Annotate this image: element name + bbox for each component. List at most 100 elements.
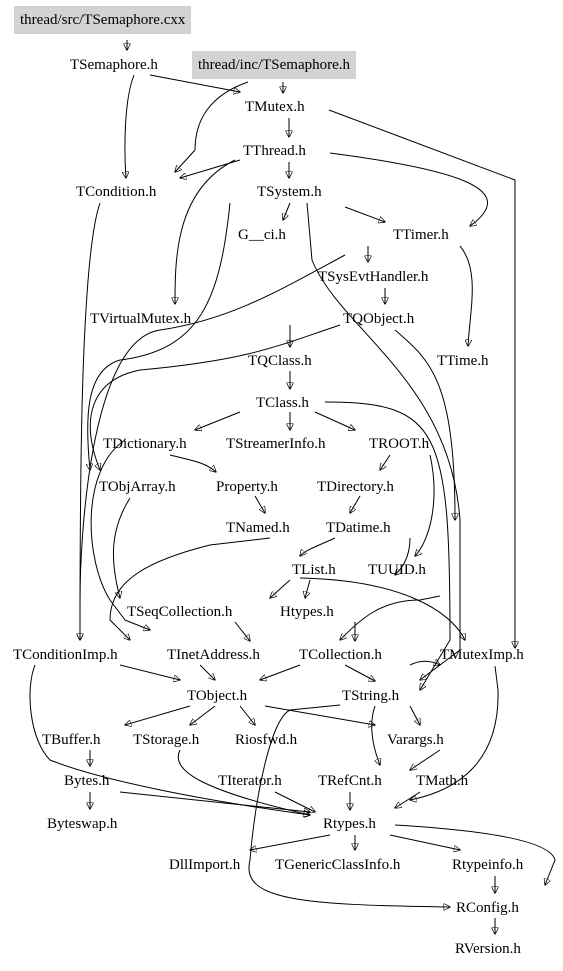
node-titerator-h[interactable]: TIterator.h bbox=[218, 773, 282, 789]
dependency-edge bbox=[90, 439, 150, 630]
dependency-edge bbox=[300, 537, 336, 556]
node-rtypeinfo-h[interactable]: Rtypeinfo.h bbox=[452, 857, 524, 873]
node-varargs-h[interactable]: Varargs.h bbox=[387, 732, 444, 748]
node-rconfig-h[interactable]: RConfig.h bbox=[456, 900, 519, 916]
dependency-edge bbox=[190, 705, 216, 725]
node-src-file[interactable]: thread/src/TSemaphore.cxx bbox=[14, 6, 192, 34]
dependency-edge bbox=[389, 834, 460, 850]
node-tuuid-h[interactable]: TUUID.h bbox=[368, 562, 426, 578]
node-tgenericclassinfo-h[interactable]: TGenericClassInfo.h bbox=[275, 857, 401, 873]
node-tseqcollection-h[interactable]: TSeqCollection.h bbox=[127, 604, 233, 620]
node-tqobject-h[interactable]: TQObject.h bbox=[343, 311, 415, 327]
node-rtypes-h[interactable]: Rtypes.h bbox=[323, 816, 376, 832]
node-tlist-h[interactable]: TList.h bbox=[292, 562, 336, 578]
dependency-edge bbox=[344, 206, 385, 222]
dependency-edge bbox=[239, 705, 255, 725]
node-property-h[interactable]: Property.h bbox=[216, 479, 278, 495]
node-riosfwd-h[interactable]: Riosfwd.h bbox=[235, 732, 298, 748]
node-tobjarray-h[interactable]: TObjArray.h bbox=[99, 479, 176, 495]
node-tsemaphore-h[interactable]: TSemaphore.h bbox=[70, 57, 158, 73]
dependency-edge bbox=[177, 749, 310, 815]
dependency-edge bbox=[125, 74, 135, 178]
dependency-edge bbox=[113, 497, 131, 598]
edge-group bbox=[29, 40, 556, 934]
dependency-edge bbox=[248, 704, 450, 907]
node-tstreamerinfo-h[interactable]: TStreamerInfo.h bbox=[226, 436, 326, 452]
node-tmutex-h[interactable]: TMutex.h bbox=[245, 99, 305, 115]
node-tobject-h[interactable]: TObject.h bbox=[187, 688, 248, 704]
node-tconditionimp-h[interactable]: TConditionImp.h bbox=[13, 647, 118, 663]
dependency-edge bbox=[234, 621, 250, 641]
node-dllimport-h[interactable]: DllImport.h bbox=[169, 857, 241, 873]
dependency-edge bbox=[149, 74, 240, 92]
dependency-edge bbox=[409, 705, 420, 725]
dependency-edge bbox=[306, 202, 461, 680]
node-inc-file[interactable]: thread/inc/TSemaphore.h bbox=[192, 51, 357, 79]
dependency-edge bbox=[109, 537, 271, 640]
dependency-edge bbox=[328, 109, 515, 648]
dependency-edge bbox=[274, 791, 315, 812]
dependency-edge bbox=[410, 749, 441, 770]
node-tstring-h[interactable]: TString.h bbox=[342, 688, 400, 704]
dependency-edge bbox=[409, 661, 440, 665]
node-byteswap-h[interactable]: Byteswap.h bbox=[47, 816, 118, 832]
dependency-edge bbox=[80, 254, 346, 640]
node-tdictionary-h[interactable]: TDictionary.h bbox=[103, 436, 187, 452]
node-troot-h[interactable]: TROOT.h bbox=[369, 436, 430, 452]
dependency-edge bbox=[415, 454, 435, 556]
dependency-edge bbox=[88, 202, 231, 470]
dependency-edge bbox=[260, 664, 301, 680]
node-tbuffer-h[interactable]: TBuffer.h bbox=[42, 732, 101, 748]
node-tclass-h[interactable]: TClass.h bbox=[256, 395, 309, 411]
node-rversion-h[interactable]: RVersion.h bbox=[455, 941, 521, 957]
dependency-edge bbox=[395, 537, 411, 575]
dependency-edge bbox=[175, 81, 249, 172]
dependency-edge bbox=[371, 705, 380, 765]
dependency-edge bbox=[29, 664, 310, 815]
node-tcondition-h[interactable]: TCondition.h bbox=[76, 184, 157, 200]
dependency-edge bbox=[329, 152, 488, 226]
dependency-edge bbox=[394, 824, 556, 885]
node-tinetaddress-h[interactable]: TInetAddress.h bbox=[167, 647, 260, 663]
dependency-edge bbox=[394, 329, 455, 520]
node-htypes-h[interactable]: Htypes.h bbox=[280, 604, 334, 620]
dependency-edge bbox=[350, 495, 361, 513]
dependency-edge bbox=[89, 324, 341, 470]
node-ttimer-h[interactable]: TTimer.h bbox=[393, 227, 449, 243]
node-tstorage-h[interactable]: TStorage.h bbox=[133, 732, 200, 748]
node-tqclass-h[interactable]: TQClass.h bbox=[248, 353, 312, 369]
dependency-edge bbox=[175, 159, 236, 304]
dependency-edge bbox=[195, 411, 241, 430]
dependency-edge bbox=[254, 495, 265, 513]
node-bytes-h[interactable]: Bytes.h bbox=[64, 773, 110, 789]
dependency-edge bbox=[264, 705, 375, 725]
dependency-edge bbox=[270, 579, 291, 598]
dependency-edge bbox=[314, 411, 355, 430]
dependency-edge bbox=[395, 791, 421, 808]
node-tmath-h[interactable]: TMath.h bbox=[416, 773, 469, 789]
node-tnamed-h[interactable]: TNamed.h bbox=[226, 520, 290, 536]
dependency-edge bbox=[459, 245, 473, 346]
dependency-edge bbox=[340, 595, 441, 640]
dependency-edge bbox=[305, 579, 311, 598]
node-tdirectory-h[interactable]: TDirectory.h bbox=[317, 479, 394, 495]
node-gci-h[interactable]: G__ci.h bbox=[238, 227, 286, 243]
dependency-edge bbox=[283, 202, 291, 220]
node-trefcnt-h[interactable]: TRefCnt.h bbox=[318, 773, 382, 789]
dependency-edge bbox=[250, 834, 331, 850]
node-tmuteximp-h[interactable]: TMutexImp.h bbox=[440, 647, 524, 663]
node-ttime-h[interactable]: TTime.h bbox=[437, 353, 489, 369]
dependency-edge bbox=[119, 664, 180, 680]
node-tcollection-h[interactable]: TCollection.h bbox=[299, 647, 382, 663]
node-tthread-h[interactable]: TThread.h bbox=[243, 143, 306, 159]
node-tvirtualmutex-h[interactable]: TVirtualMutex.h bbox=[90, 311, 192, 327]
dependency-edge bbox=[125, 705, 191, 725]
dependency-edge bbox=[199, 664, 215, 680]
dependency-edge bbox=[119, 791, 310, 812]
dependency-edge bbox=[380, 454, 391, 470]
node-tsystem-h[interactable]: TSystem.h bbox=[257, 184, 322, 200]
dependency-edge bbox=[80, 202, 101, 640]
node-tdatime-h[interactable]: TDatime.h bbox=[326, 520, 391, 536]
node-tsysevthandler-h[interactable]: TSysEvtHandler.h bbox=[318, 269, 429, 285]
